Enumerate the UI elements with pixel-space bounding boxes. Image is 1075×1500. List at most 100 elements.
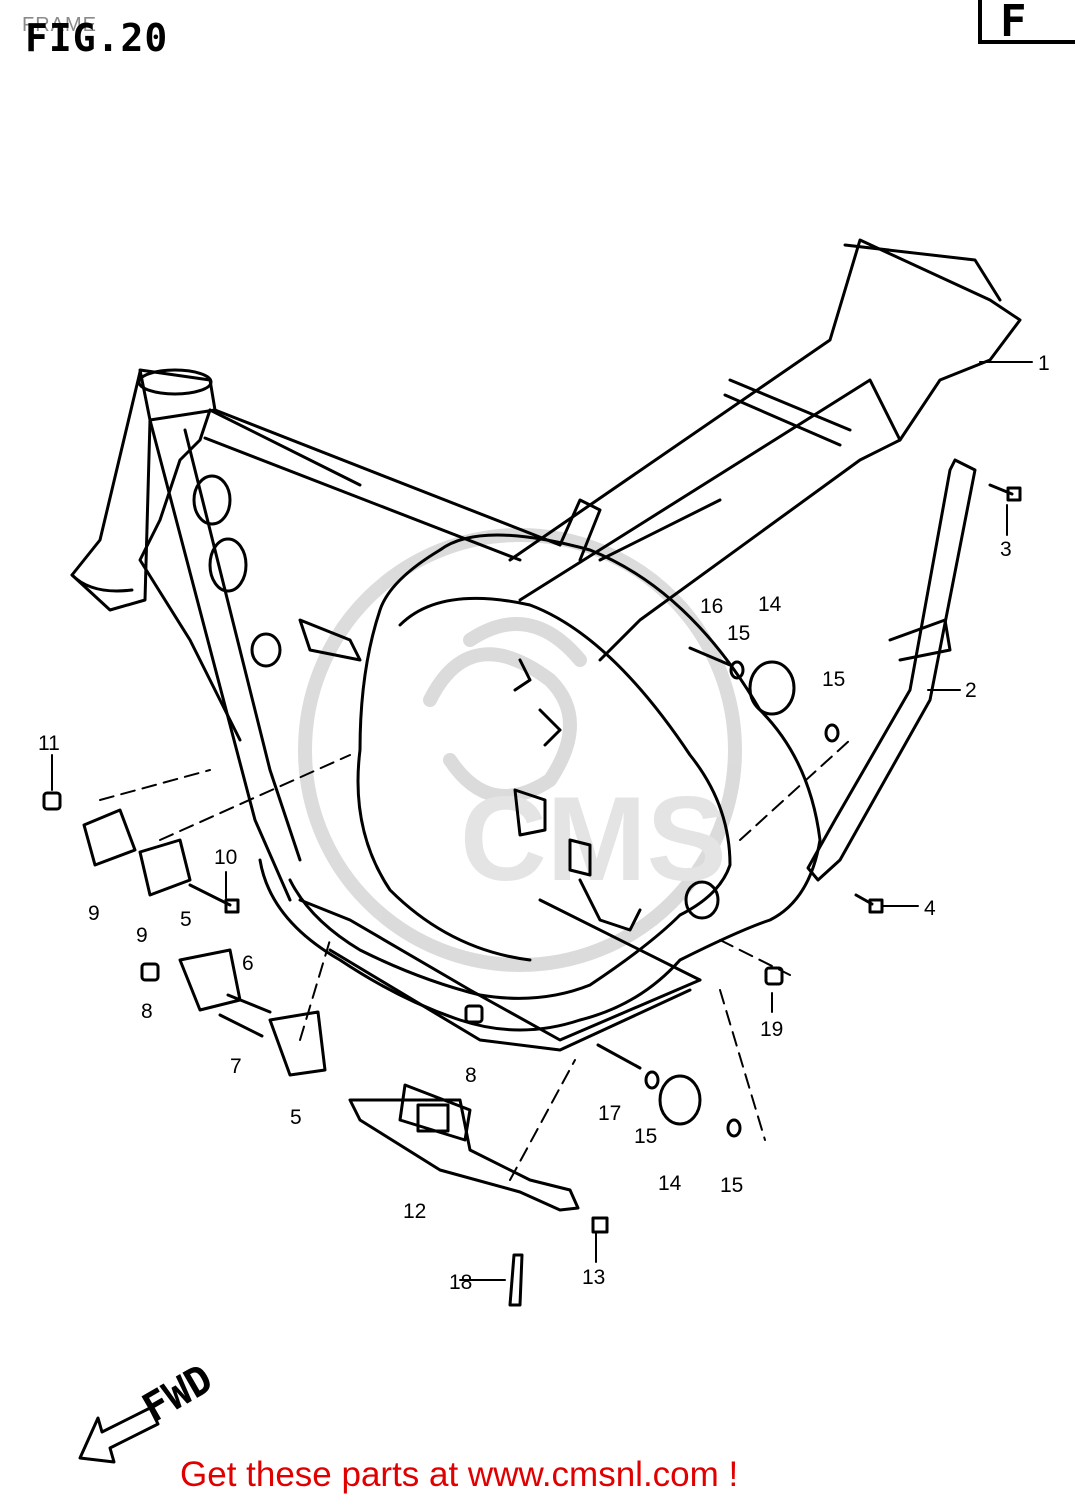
cradle-loop-outer: [258, 533, 822, 1032]
engine-mount-boss-lower: [568, 838, 592, 877]
dashed-mount-5: [719, 989, 766, 1141]
gusset-plate: [138, 408, 242, 742]
dashed-mount-4: [719, 939, 791, 976]
cms-watermark: CMS: [298, 528, 742, 972]
plate-9-front: [82, 808, 137, 867]
dashed-mount-1: [99, 769, 211, 801]
washer-15-d: [726, 1118, 742, 1138]
plate-9-rear: [138, 838, 192, 897]
steering-head-bottom: [70, 573, 134, 593]
rear-subframe-lower: [518, 378, 902, 662]
callout-1: 1: [1038, 352, 1050, 375]
dashed-mount-7: [299, 939, 331, 1041]
gusset-hole-upper: [192, 474, 232, 526]
plate-5-upper: [178, 948, 242, 1012]
clamp-18: [508, 1253, 524, 1307]
bolt-16-shank: [688, 646, 732, 667]
engine-mount-boss-front: [298, 618, 362, 662]
lower-rail-right: [328, 948, 692, 1052]
lower-crossmember: [538, 898, 702, 982]
callout-18: 18: [449, 1271, 472, 1294]
skid-plate: [348, 1083, 580, 1212]
figure-title: FIG.20: [25, 16, 169, 60]
callout-11: 11: [38, 732, 60, 755]
callout-15-b: 15: [822, 668, 845, 691]
gusset-hole-lower: [208, 537, 248, 593]
lower-bracket: [578, 878, 642, 932]
diagram-name: FRAME: [22, 14, 97, 36]
seat-rail: [598, 498, 722, 562]
callout-15-c: 15: [634, 1125, 657, 1148]
engine-mount-boss-rear: [513, 788, 547, 837]
steering-head-tube: [70, 370, 152, 612]
nut-11: [42, 791, 62, 811]
bolt-3-head: [1006, 486, 1022, 502]
bolt-10-shank: [188, 883, 232, 907]
bolt-17-shank: [596, 1043, 642, 1070]
washer-15-c: [644, 1070, 660, 1090]
leader-lines: [51, 361, 1033, 1281]
callout-16: 16: [700, 595, 723, 618]
callout-5-lower: 5: [290, 1106, 302, 1129]
tank-mount: [558, 498, 602, 562]
callout-8-right: 8: [465, 1064, 477, 1087]
callout-15-a: 15: [727, 622, 750, 645]
callout-17: 17: [598, 1102, 621, 1125]
callout-6: 6: [242, 952, 254, 975]
bolt-13-head: [591, 1216, 609, 1234]
callout-8-left: 8: [141, 1000, 153, 1023]
callout-9-rear: 9: [136, 924, 148, 947]
washer-15-a: [729, 660, 745, 680]
forward-arrow-icon: [78, 1406, 160, 1464]
watermark-text: CMS: [460, 772, 727, 906]
callout-14-lower: 14: [658, 1172, 682, 1195]
rear-loop-end: [843, 243, 1002, 302]
rear-crossmember-2: [723, 393, 842, 447]
bushing-14-upper: [748, 660, 796, 716]
plate-5-lower: [268, 1010, 327, 1077]
callout-7: 7: [230, 1055, 242, 1078]
dashed-mount-2: [159, 754, 351, 841]
dashed-mount-3: [739, 739, 851, 841]
nut-8-left: [140, 962, 160, 982]
cable-guide: [513, 658, 532, 692]
callout-5-upper: 5: [180, 908, 192, 931]
rear-bracket: [806, 458, 977, 882]
bolt-7-shank: [218, 1013, 264, 1038]
swingarm-pivot-bore: [684, 880, 720, 920]
callout-9-front: 9: [88, 902, 100, 925]
callout-10: 10: [214, 846, 237, 869]
callout-labels: 1 2 3 4 5 5 6 7 8 8 9 9 10 11 12 13 14 1…: [38, 352, 1050, 1294]
callout-19: 19: [760, 1018, 783, 1041]
section-tag-label: F: [1000, 0, 1027, 47]
rear-crossmember: [728, 378, 852, 432]
callout-4: 4: [924, 897, 936, 920]
down-tube-rear: [183, 428, 302, 862]
top-tube-upper: [213, 408, 562, 547]
callout-12: 12: [403, 1200, 426, 1223]
callout-13: 13: [582, 1266, 605, 1289]
section-tag: F: [978, 0, 1075, 47]
engine-mount-bush: [250, 632, 282, 668]
callout-15-d: 15: [720, 1174, 743, 1197]
main-frame: [70, 238, 1022, 1052]
nut-19: [764, 966, 784, 986]
rear-subframe-upper: [508, 238, 1022, 562]
callout-2: 2: [965, 679, 977, 702]
nut-8-right: [464, 1004, 484, 1024]
down-tube-front: [148, 418, 292, 902]
dashed-mount-6: [509, 1059, 576, 1181]
hardware: [42, 483, 1022, 1307]
callout-3: 3: [1000, 538, 1012, 561]
bolt-6-shank: [226, 993, 272, 1014]
bushing-14-lower: [658, 1074, 702, 1126]
washer-15-b: [824, 723, 840, 743]
top-tube-lower: [203, 436, 522, 562]
gusset-top-edge: [208, 408, 362, 487]
bolt-4-head: [868, 898, 884, 914]
lower-rail-left: [298, 898, 702, 1042]
buy-parts-link[interactable]: Get these parts at www.cmsnl.com !: [180, 1455, 739, 1494]
callout-14-upper: 14: [758, 593, 782, 616]
